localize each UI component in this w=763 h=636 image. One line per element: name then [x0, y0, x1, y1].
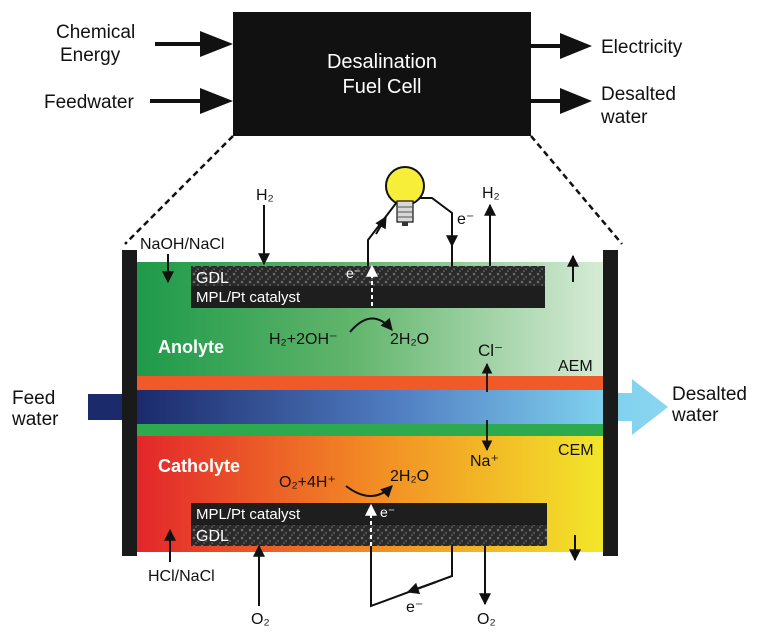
circuit-bottom-wire [370, 546, 453, 608]
gdl-anode-label: GDL [196, 270, 229, 287]
cathode-product: 2H₂O [390, 468, 429, 485]
output-electricity-label: Electricity [601, 37, 683, 58]
gdl-anode [191, 266, 545, 286]
zoom-line-left [124, 135, 234, 245]
input-feedwater-label: Feedwater [44, 92, 134, 113]
catholyte-label: Catholyte [158, 456, 240, 476]
gdl-cathode [191, 525, 547, 546]
arrow-chemical-head [200, 31, 233, 57]
lightbulb-icon [385, 166, 425, 226]
gdl-cathode-label: GDL [196, 528, 229, 545]
cathode-reaction-arrow [345, 485, 393, 498]
end-plate-left [122, 250, 137, 556]
feed-water-label-1: Feed [12, 388, 55, 409]
hcl-nacl-label: HCl/NaCl [148, 568, 215, 585]
cem-membrane [137, 424, 603, 436]
circuit-electron-top: e⁻ [457, 211, 474, 228]
circuit-electron-bottom: e⁻ [406, 599, 423, 616]
end-plate-right [603, 250, 618, 556]
box-title-line1: Desalination [327, 51, 437, 73]
naoh-nacl-label: NaOH/NaCl [140, 236, 224, 253]
box-title-line2: Fuel Cell [343, 76, 422, 98]
anolyte-label: Anolyte [158, 337, 224, 357]
aem-membrane [137, 376, 603, 390]
cathode-reactant: O₂+4H⁺ [279, 474, 336, 491]
external-circuit: e⁻ e⁻ [367, 166, 474, 616]
aem-label: AEM [558, 358, 593, 375]
feed-water-channel [137, 390, 603, 424]
zoom-line-right [530, 135, 623, 245]
anode-reaction-arrow [349, 317, 393, 333]
desalted-water-label-2: water [671, 405, 719, 426]
anode-electron: e⁻ [346, 265, 361, 281]
output-desalted-label-1: Desalted [601, 84, 676, 105]
output-desalted-label-2: water [600, 107, 648, 128]
desalted-water-arrow [603, 379, 668, 435]
desalted-water-label-1: Desalted [672, 384, 747, 405]
arrow-desalted-head [560, 88, 592, 114]
block-diagram: Desalination Fuel Cell Chemical Energy F… [44, 12, 683, 245]
cem-label: CEM [558, 442, 594, 459]
feed-water-label-2: water [11, 409, 59, 430]
anode-product: 2H₂O [390, 331, 429, 348]
h2-outlet-label: H₂ [482, 185, 500, 202]
input-chemical-label-1: Chemical [56, 22, 135, 43]
mpl-anode [191, 286, 545, 308]
fuel-cell-box [233, 12, 531, 136]
h2-inlet-label: H₂ [256, 187, 274, 204]
cathode-electron: e⁻ [380, 504, 395, 520]
circuit-bottom-arrow [406, 581, 437, 595]
chloride-ion: Cl⁻ [478, 341, 503, 360]
cell-cross-section: GDL MPL/Pt catalyst MPL/Pt catalyst GDL … [88, 250, 668, 556]
sodium-ion: Na⁺ [470, 453, 499, 470]
o2-inlet-label: O₂ [251, 611, 270, 628]
arrow-electricity-head [560, 33, 592, 59]
input-chemical-label-2: Energy [60, 45, 121, 66]
arrow-feedwater-head [200, 88, 233, 114]
circuit-top-arrow [375, 215, 387, 235]
o2-outlet-label: O₂ [477, 611, 496, 628]
mpl-anode-label: MPL/Pt catalyst [196, 289, 301, 306]
flow-arrows: H₂ H₂ NaOH/NaCl HCl/NaCl O₂ O₂ Feed wate… [11, 185, 747, 628]
anode-reactant: H₂+2OH⁻ [269, 331, 337, 348]
mpl-cathode-label: MPL/Pt catalyst [196, 506, 301, 523]
